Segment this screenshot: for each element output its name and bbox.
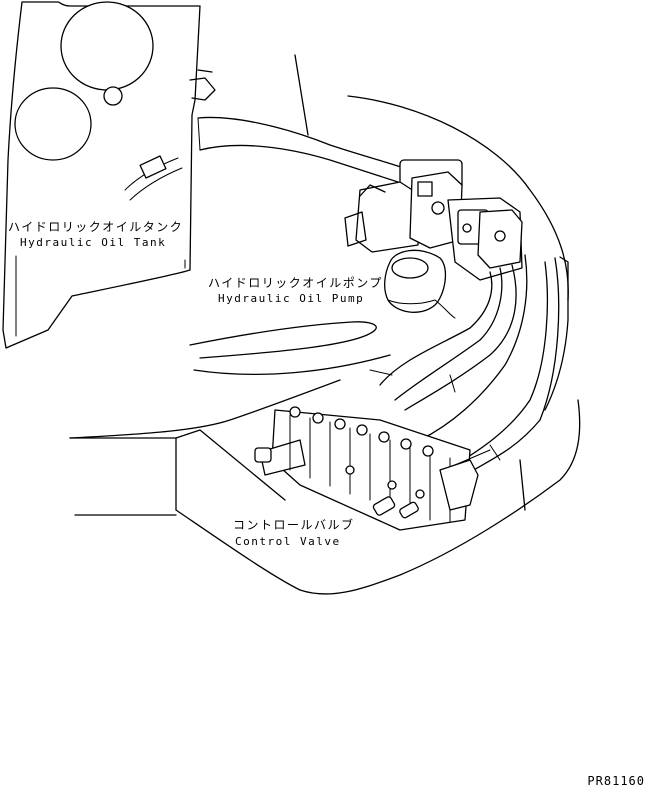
valve-label-jp: コントロールバルブ [233,518,355,532]
tank-label-jp: ハイドロリックオイルタンク [8,220,184,234]
suction-pipe [197,116,411,183]
pump-label-en: Hydraulic Oil Pump [218,292,365,305]
hydraulic-oil-tank [2,1,216,349]
hydraulic-oil-pump [344,159,523,319]
drawing-code: PR81160 [587,774,645,788]
pump-label-jp: ハイドロリックオイルポンプ [208,276,383,290]
frame-outline [69,54,581,595]
hydraulic-hoses [369,254,560,476]
control-valve [254,406,491,531]
valve-label-en: Control Valve [235,535,341,548]
tank-label-en: Hydraulic Oil Tank [20,236,167,249]
